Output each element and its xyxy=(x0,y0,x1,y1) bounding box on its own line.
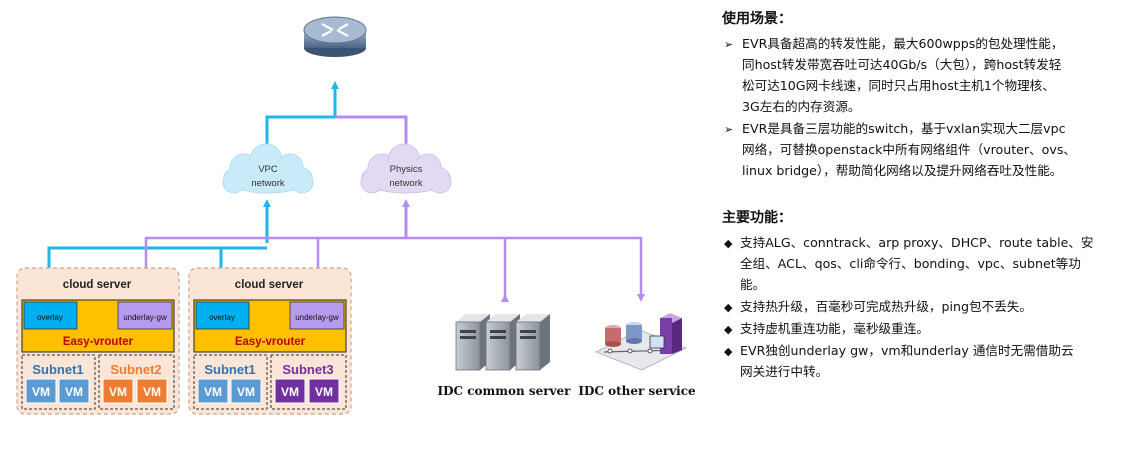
overlay-label: overlay xyxy=(37,313,63,322)
text-line: 能。 xyxy=(740,277,766,292)
vpc-cloud-line2: network xyxy=(251,178,285,189)
text-line: 同host转发带宽吞吐可达40Gb/s（大包），跨host转发轻 xyxy=(742,57,1062,72)
subnet-label: Subnet1 xyxy=(204,362,255,377)
main-features-title: 主要功能： xyxy=(722,210,792,226)
vpc-router-link xyxy=(263,81,339,154)
physics-cloud-line2: network xyxy=(389,178,423,189)
diamond-bullet-icon xyxy=(724,340,740,362)
feature-item: 支持热升级，百毫秒可完成热升级，ping包不丢失。 xyxy=(722,296,1138,317)
physics-router-link xyxy=(335,115,410,154)
router-icon xyxy=(303,16,367,57)
vm-label: VM xyxy=(315,385,333,399)
subnet-label: Subnet1 xyxy=(32,362,83,377)
text-line: linux bridge），帮助简化网络以及提升网络吞吐及性能。 xyxy=(742,163,1063,178)
physics-cloud-line1: Physics xyxy=(390,164,423,175)
text-line: 3G左右的内存资源。 xyxy=(742,99,861,114)
physics-network-cloud: Physics network xyxy=(360,143,452,194)
idc-other-service-label: IDC other service xyxy=(578,384,696,398)
physics-bus xyxy=(142,236,645,302)
text-line: 网关进行中转。 xyxy=(740,364,829,379)
text-line: 支持虚机重连功能，毫秒级重连。 xyxy=(740,321,929,336)
subnet-label: Subnet3 xyxy=(282,362,333,377)
feature-item: EVR独创underlay gw，vm和underlay 通信时无需借助云 网关… xyxy=(722,340,1138,382)
cloud-server-1: cloud server overlay underlay-gw Easy-vr… xyxy=(16,267,180,415)
underlay-gw-label: underlay-gw xyxy=(123,313,167,322)
vm-label: VM xyxy=(109,385,127,399)
vm-label: VM xyxy=(65,385,83,399)
subnet-label: Subnet2 xyxy=(110,362,161,377)
easy-vrouter-label: Easy-vrouter xyxy=(235,336,306,348)
server-rack-icon xyxy=(455,314,550,371)
idc-common-server-label: IDC common server xyxy=(437,384,571,398)
arrow-bullet-icon xyxy=(724,33,740,55)
arrow-bullet-icon xyxy=(724,118,740,140)
text-line: 松可达10G网卡线速，同时只占用host主机1个物理核、 xyxy=(742,78,1055,93)
cloud-server-title: cloud server xyxy=(235,279,304,291)
text-line: 全组、ACL、qos、cli命令行、bonding、vpc、subnet等功 xyxy=(740,256,1081,271)
vm-label: VM xyxy=(143,385,161,399)
vm-label: VM xyxy=(237,385,255,399)
vm-label: VM xyxy=(281,385,299,399)
text-line: EVR是具备三层功能的switch，基于vxlan实现大二层vpc xyxy=(742,121,1066,136)
vm-label: VM xyxy=(32,385,50,399)
feature-item: 支持虚机重连功能，毫秒级重连。 xyxy=(722,318,1138,339)
cloud-server-title: cloud server xyxy=(63,279,132,291)
diamond-bullet-icon xyxy=(724,232,740,254)
diamond-bullet-icon xyxy=(724,318,740,340)
text-line: EVR独创underlay gw，vm和underlay 通信时无需借助云 xyxy=(740,343,1074,358)
scenario-item: EVR是具备三层功能的switch，基于vxlan实现大二层vpc 网络，可替换… xyxy=(722,118,1138,181)
connection-lines xyxy=(45,81,645,302)
description-panel: 使用场景： EVR具备超高的转发性能，最大600wpps的包处理性能， 同hos… xyxy=(722,8,1138,383)
underlay-gw-label: underlay-gw xyxy=(295,313,339,322)
overlay-label: overlay xyxy=(209,313,235,322)
vm-label: VM xyxy=(204,385,222,399)
text-line: EVR具备超高的转发性能，最大600wpps的包处理性能， xyxy=(742,36,1064,51)
scenario-item: EVR具备超高的转发性能，最大600wpps的包处理性能， 同host转发带宽吞… xyxy=(722,33,1138,117)
datacenter-icon xyxy=(595,313,687,371)
network-diagram: VPC network Physics network cloud server… xyxy=(16,16,696,415)
feature-item: 支持ALG、conntrack、arp proxy、DHCP、route tab… xyxy=(722,232,1138,295)
text-line: 支持ALG、conntrack、arp proxy、DHCP、route tab… xyxy=(740,235,1094,250)
diamond-bullet-icon xyxy=(724,296,740,318)
vpc-network-cloud: VPC network xyxy=(222,143,314,194)
easy-vrouter-label: Easy-vrouter xyxy=(63,336,134,348)
text-line: 支持热升级，百毫秒可完成热升级，ping包不丢失。 xyxy=(740,299,1032,314)
cloud-server-2: cloud server overlay underlay-gw Easy-vr… xyxy=(188,267,352,415)
text-line: 网络，可替换openstack中所有网络组件（vrouter、ovs、 xyxy=(742,142,1076,157)
vpc-cloud-line1: VPC xyxy=(258,164,278,175)
usage-scenarios-title: 使用场景： xyxy=(722,11,792,27)
